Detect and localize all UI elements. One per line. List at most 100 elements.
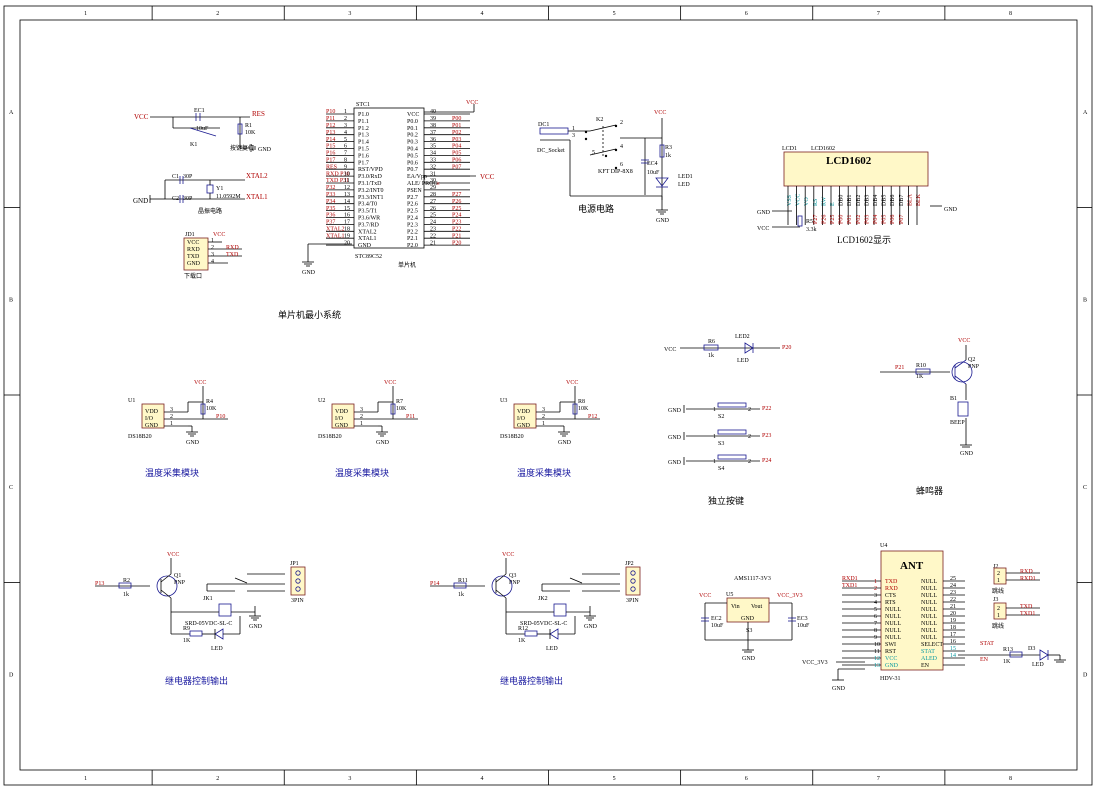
led-label: LED [211, 646, 223, 652]
column-marker: 8 [1009, 776, 1012, 782]
esp-right-pin-number: 14 [950, 653, 956, 659]
mcu-right-net: P25 [452, 206, 461, 212]
ds-pin-number: 3 [170, 407, 173, 413]
ds-pin-name: GND [517, 423, 531, 429]
mcu-left-net: RXD P30 [326, 171, 350, 177]
gnd-label: GND [668, 435, 682, 441]
lcd-pin-name: DB1 [847, 195, 853, 206]
q2-ref: Q2 [968, 357, 975, 363]
esp-right-pin-name: NULL [921, 621, 937, 627]
ds-pin-number: 3 [360, 407, 363, 413]
ds-part: DS18B20 [128, 434, 152, 440]
keys-caption: 独立按键 [708, 495, 744, 506]
r6-ref: R6 [708, 339, 715, 345]
gnd-label: GND [832, 686, 846, 692]
lcd-pin-name: E [830, 202, 836, 206]
ds-net: P11 [406, 414, 415, 420]
mcu-left-net: P16 [326, 151, 335, 157]
esp-left-pin-name: RXD [885, 586, 898, 592]
ec1-value: 10uF [196, 126, 209, 132]
lcd-pin-net: P04 [873, 215, 879, 224]
mcu-left-net: RES [326, 164, 337, 170]
esp-right-pin-name: SELECT [921, 642, 943, 648]
esp-left-pin-number: 10 [874, 642, 880, 648]
gnd-label: GND [558, 440, 572, 446]
ds-pin-number: 1 [170, 421, 173, 427]
j3-pin2: 2 [997, 606, 1000, 612]
mcu-left-pin-number: 8 [344, 158, 347, 164]
esp-right-pin-number: 20 [950, 611, 956, 617]
transistor-type: PNP [509, 580, 521, 586]
relay-caption: 继电器控制输出 [165, 675, 228, 686]
lcd-pin-name: VCC [796, 194, 802, 206]
ds-pin-number: 2 [360, 414, 363, 420]
lcd-pin-name: DB6 [890, 195, 896, 206]
mcu-caption: 单片机 [398, 261, 416, 269]
mcu-left-pin-number: 7 [344, 151, 347, 157]
gnd-label: GND [960, 451, 974, 457]
column-marker: 6 [745, 776, 748, 782]
esp-part: HDV-31 [880, 676, 900, 682]
mcu-left-pin-name: P3.6/WR [358, 216, 380, 222]
mcu-left-pin-number: 17 [344, 220, 350, 226]
lcd-pin-name: DB0 [839, 195, 845, 206]
k2-pin-number: 2 [620, 120, 623, 126]
mcu-right-pin-name: P2.7 [407, 195, 418, 201]
mcu-part: STC89C52 [355, 254, 382, 260]
connector-ref: JP1 [290, 561, 299, 567]
res-net: RES [252, 110, 265, 118]
column-marker: 3 [348, 11, 351, 17]
mcu-right-pin-name: P0.7 [407, 167, 418, 173]
relay-part: SRD-05VDC-SL-C [185, 621, 232, 627]
ds-net: P12 [588, 414, 597, 420]
r5-ref: R5 [806, 219, 813, 225]
esp-right-pin-name: NULL [921, 579, 937, 585]
q2-type: PNP [968, 364, 980, 370]
ds-pin-number: 2 [542, 414, 545, 420]
oscillator-circuit: C1 30P C2 30P Y1 11.0592M XTAL2 XTAL1 GN… [133, 172, 268, 215]
jumpers: J2 2 1 RXD RXD1 跳线 J3 2 1 TXD TXD1 跳线 [992, 564, 1040, 630]
esp-left-pin-name: RST [885, 649, 896, 655]
esp-left-pin-number: 13 [874, 663, 880, 669]
mcu-right-pin-name: P0.0 [407, 119, 418, 125]
ds-resistor-value: 10K [396, 406, 407, 412]
mcu-right-pin-name: P0.5 [407, 153, 418, 159]
esp-left-pin-number: 7 [874, 621, 877, 627]
k2-pin-number: 5 [592, 150, 595, 156]
k2-pin-number: 1 [572, 126, 575, 132]
lcd-pin-name: BLK [916, 193, 922, 206]
column-marker: 1 [84, 776, 87, 782]
ds-resistor-value: 10K [206, 406, 217, 412]
gnd-label: GND [656, 218, 670, 224]
mcu-right-net: P00 [452, 116, 461, 122]
mcu-left-pin-number: 11 [344, 178, 350, 184]
connector-type: 3PIN [626, 598, 639, 604]
key-net-p22: P22 [762, 406, 771, 412]
vcc-label: VCC [194, 380, 206, 386]
lcd-pin-net: P27 [813, 215, 819, 224]
power-caption: 电源电路 [578, 203, 614, 214]
mcu-left-net: TXD P31 [326, 178, 349, 184]
mcu-right-pin-number: 35 [430, 144, 436, 150]
row-marker: C [1083, 485, 1087, 491]
jd1-pin-name: TXD [187, 254, 200, 260]
k2-pin-number: 6 [620, 162, 623, 168]
key-pin2: 2 [748, 459, 751, 465]
j2-pin2: 2 [997, 571, 1000, 577]
esp-right-pin-number: 18 [950, 625, 956, 631]
mcu-left-net: P32 [326, 185, 335, 191]
rxd-net: RXD [226, 245, 239, 251]
mcu-right-pin-number: 23 [430, 227, 436, 233]
mcu-left-pin-name: P1.1 [358, 119, 369, 125]
mcu-right-net: P07 [452, 164, 461, 170]
led-resistor-value: 1K [183, 638, 191, 644]
mcu-right-pin-name: P2.4 [407, 216, 418, 222]
lcd-pin-name: DB4 [873, 195, 879, 206]
lcd-pin-net: P01 [847, 215, 853, 224]
osc-caption: 晶振电路 [198, 207, 222, 215]
mcu-left-pin-number: 10 [344, 171, 350, 177]
lcd-pin-name: VSS [787, 195, 793, 206]
